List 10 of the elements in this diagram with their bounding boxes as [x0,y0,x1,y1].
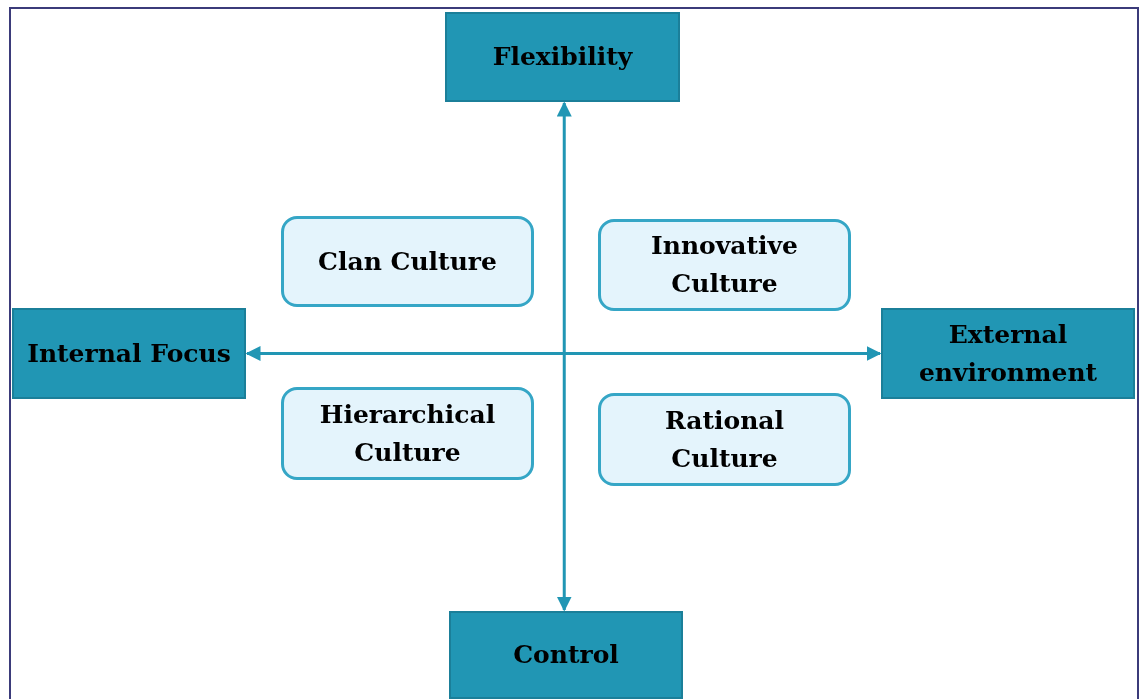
axis-label-box: Internal Focus [12,308,246,399]
culture-box: Clan Culture [281,216,534,307]
culture-box: Innovative Culture [598,219,851,311]
culture-box: Rational Culture [598,393,851,486]
culture-box: Hierarchical Culture [281,387,534,480]
double-arrow [245,346,882,361]
axis-label-box: Control [449,611,683,699]
axis-label-box: Flexibility [445,12,680,102]
double-arrow [556,101,572,612]
axis-label-box: External environment [881,308,1135,399]
